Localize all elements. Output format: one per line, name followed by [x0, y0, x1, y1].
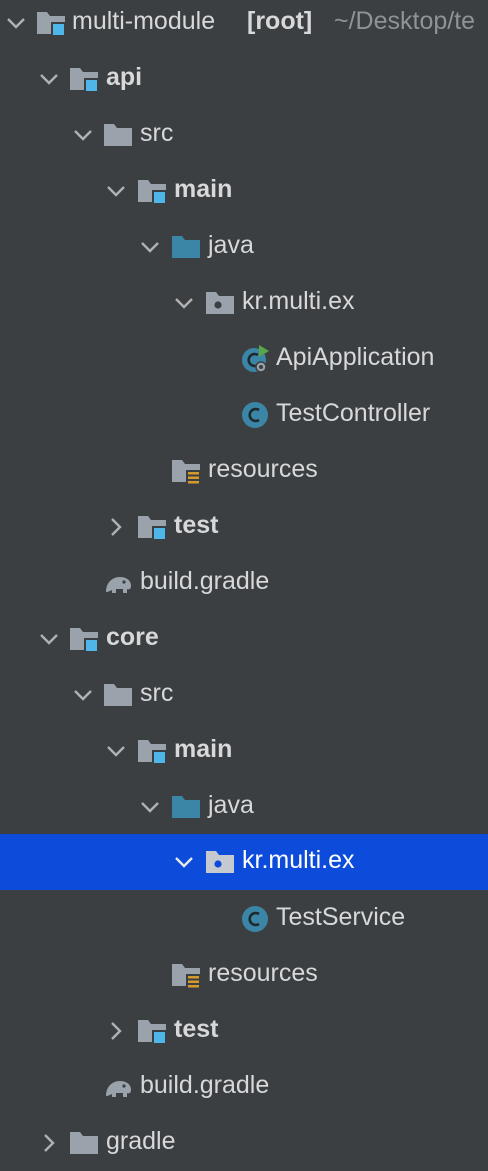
tree-row-test[interactable]: test [0, 499, 488, 555]
tree-row-package-selected[interactable]: kr.multi.ex [0, 834, 488, 890]
tree-row-build-gradle[interactable]: build.gradle [0, 555, 488, 611]
gradle-elephant-icon [106, 1081, 131, 1097]
folder-icon [70, 1132, 98, 1154]
tree-label: main [174, 175, 233, 203]
module-folder-icon [70, 68, 98, 92]
class-icon [242, 402, 268, 428]
class-icon [242, 906, 268, 932]
chevron-down-icon[interactable] [104, 739, 128, 763]
module-folder-icon [138, 1020, 166, 1044]
tree-row-main[interactable]: main [0, 723, 488, 779]
tree-label: core [106, 623, 159, 651]
package-icon [206, 851, 234, 873]
tree-row-java[interactable]: java [0, 219, 488, 275]
module-folder-icon [138, 516, 166, 540]
tree-row-test-service[interactable]: TestService [0, 891, 488, 947]
tree-label: resources [208, 959, 318, 987]
tree-row-core[interactable]: core [0, 611, 488, 667]
source-folder-icon [172, 236, 200, 258]
module-folder-icon [138, 740, 166, 764]
tree-label: src [140, 679, 174, 707]
tree-row-resources[interactable]: resources [0, 443, 488, 499]
package-icon [206, 292, 234, 314]
tree-row-src[interactable]: src [0, 667, 488, 723]
chevron-down-icon[interactable] [172, 850, 196, 874]
tree-label: TestController [276, 399, 431, 427]
tree-label: kr.multi.ex [242, 287, 355, 315]
tree-row-test[interactable]: test [0, 1003, 488, 1059]
tree-label: java [208, 231, 254, 259]
chevron-down-icon[interactable] [71, 123, 95, 147]
chevron-down-icon[interactable] [71, 683, 95, 707]
module-folder-icon [138, 180, 166, 204]
tree-row-package[interactable]: kr.multi.ex [0, 275, 488, 331]
tree-label: src [140, 119, 174, 147]
chevron-right-icon[interactable] [104, 515, 128, 539]
module-folder-icon [37, 12, 65, 36]
chevron-right-icon[interactable] [37, 1131, 61, 1155]
tree-row-main[interactable]: main [0, 163, 488, 219]
tree-label: build.gradle [140, 567, 270, 595]
tree-label: test [174, 1015, 219, 1043]
tree-label: multi-module [72, 7, 216, 35]
module-folder-icon [70, 628, 98, 652]
root-marker: [root] [247, 7, 313, 35]
tree-row-multi-module[interactable]: multi-module [root] ~/Desktop/te [0, 0, 488, 51]
tree-row-test-controller[interactable]: TestController [0, 387, 488, 443]
tree-label: main [174, 735, 233, 763]
resources-folder-icon [172, 460, 200, 485]
tree-row-src[interactable]: src [0, 107, 488, 163]
tree-row-api-application[interactable]: ApiApplication [0, 331, 488, 387]
spring-boot-class-icon [242, 345, 269, 373]
folder-icon [104, 124, 132, 146]
tree-label: api [106, 63, 143, 91]
gradle-elephant-icon [106, 577, 131, 593]
tree-label: kr.multi.ex [242, 846, 355, 874]
tree-label: resources [208, 455, 318, 483]
chevron-down-icon[interactable] [37, 627, 61, 651]
tree-row-resources[interactable]: resources [0, 947, 488, 1003]
chevron-down-icon[interactable] [172, 291, 196, 315]
chevron-down-icon[interactable] [138, 795, 162, 819]
project-path: ~/Desktop/te [334, 7, 476, 35]
resources-folder-icon [172, 964, 200, 989]
chevron-down-icon[interactable] [138, 235, 162, 259]
source-folder-icon [172, 796, 200, 818]
chevron-down-icon[interactable] [104, 179, 128, 203]
tree-row-gradle[interactable]: gradle [0, 1115, 488, 1171]
tree-row-build-gradle[interactable]: build.gradle [0, 1059, 488, 1115]
tree-label: TestService [276, 903, 406, 931]
chevron-down-icon[interactable] [37, 67, 61, 91]
tree-label: java [208, 791, 254, 819]
tree-label: gradle [106, 1127, 176, 1155]
tree-label: test [174, 511, 219, 539]
tree-label: build.gradle [140, 1071, 270, 1099]
tree-row-api[interactable]: api [0, 51, 488, 107]
tree-label: ApiApplication [276, 343, 435, 371]
tree-row-java[interactable]: java [0, 779, 488, 835]
chevron-down-icon[interactable] [4, 11, 28, 35]
chevron-right-icon[interactable] [104, 1019, 128, 1043]
folder-icon [104, 684, 132, 706]
